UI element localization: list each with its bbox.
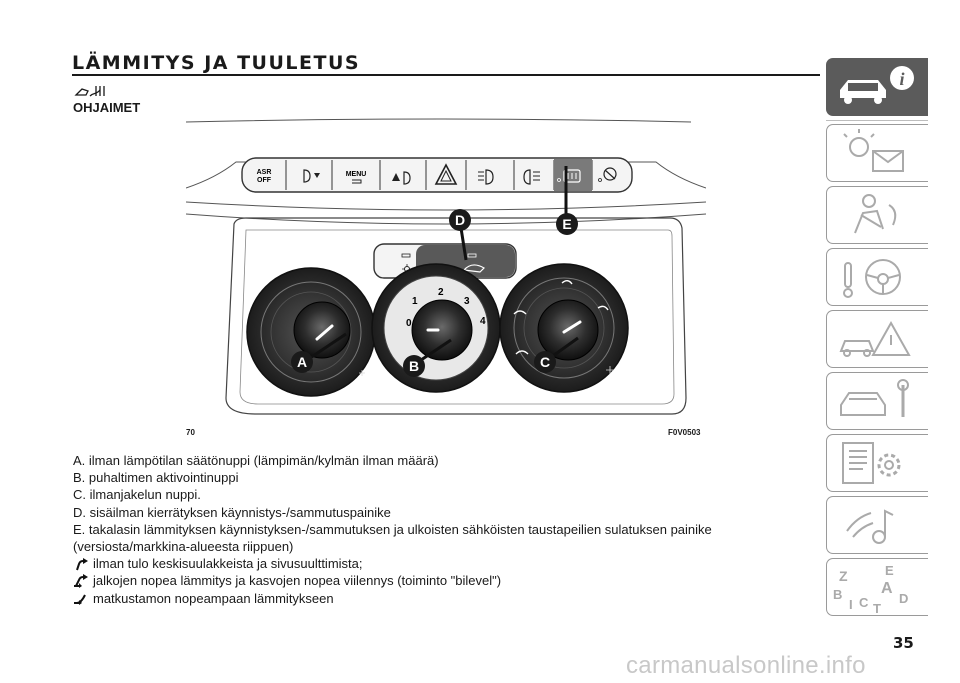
off-label: OFF [257, 177, 272, 184]
legend-item-e-note: (versiosta/markkina-alueesta riippuen) [73, 539, 294, 555]
page-title: LÄMMITYS JA TUULETUS [72, 52, 361, 74]
svg-text:E: E [562, 216, 571, 232]
svg-text:Z: Z [839, 568, 848, 584]
fan-scale-4: 4 [480, 316, 486, 327]
page-number: 35 [893, 634, 914, 652]
watermark: carmanualsonline.info [626, 652, 866, 679]
svg-text:C: C [859, 595, 869, 610]
tab-driving[interactable] [826, 248, 928, 306]
legend-item-e: E. takalasin lämmityksen käynnistyksen-/… [73, 521, 712, 537]
mode-text-face: ilman tulo keskisuulakkeista ja sivusuul… [93, 556, 363, 572]
steering-wheel-icon [843, 259, 901, 298]
traction-off-icon [603, 167, 617, 181]
hazard-icon [434, 163, 458, 185]
mode-text-feet: matkustamon nopeampaan lämmitykseen [93, 590, 334, 606]
rear-defrost-icon [563, 169, 581, 183]
legend-item-d: D. sisäilman kierrätyksen käynnistys-/sa… [73, 504, 391, 520]
tab-index[interactable]: Z E B A I C T D [826, 558, 928, 616]
tab-emergency[interactable] [826, 310, 928, 368]
svg-text:I: I [849, 597, 853, 612]
parking-sensor-icon [392, 171, 411, 185]
legend-item-a: A. ilman lämpötilan säätönuppi (lämpimän… [73, 453, 439, 468]
temperature-knob [246, 267, 376, 397]
fog-light-icon [478, 169, 494, 185]
callout-c: C [534, 351, 556, 373]
svg-text:E: E [885, 563, 894, 578]
svg-text:A: A [297, 354, 307, 370]
car-info-icon: i [840, 66, 914, 104]
svg-text:C: C [540, 354, 550, 370]
tab-multimedia[interactable] [826, 496, 928, 554]
mode-text-bilevel: jalkojen nopea lämmitys ja kasvojen nope… [93, 573, 502, 589]
figure-page-ref: 70 [186, 428, 195, 437]
seatbelt-icon [854, 194, 897, 234]
svg-text:D: D [455, 212, 465, 228]
fan-speed-knob [371, 263, 501, 393]
legend-item-c: C. ilmanjakelun nuppi. [73, 487, 201, 503]
callout-b: B [403, 355, 425, 377]
bilevel-vent-icon [74, 574, 88, 589]
callout-e: E [556, 213, 578, 235]
gear-document-icon [842, 442, 901, 484]
face-vent-icon [76, 557, 88, 571]
warning-triangle-icon [839, 320, 911, 357]
section-subheading: OHJAIMET [73, 100, 141, 115]
svg-text:i: i [899, 69, 904, 89]
multimedia-icon [846, 509, 894, 544]
legend-item-b: B. puhaltimen aktivointinuppi [73, 470, 239, 486]
callout-a: A [291, 351, 313, 373]
air-conditioning-icon [74, 86, 105, 97]
callout-d: D [449, 209, 471, 231]
svg-text:T: T [873, 601, 881, 616]
asr-label: ASR [257, 169, 272, 176]
fan-scale-3: 3 [464, 296, 470, 307]
climate-controls-figure: ASR OFF MENU [186, 118, 706, 415]
air-distribution-knob [499, 263, 629, 393]
tab-lights[interactable] [826, 124, 928, 182]
car-wrench-icon [840, 379, 909, 417]
tab-technical-data[interactable] [826, 434, 928, 492]
figure-code: F0V0503 [668, 428, 701, 437]
fan-scale-0: 0 [406, 318, 412, 329]
title-rule [72, 74, 820, 76]
fan-scale-2: 2 [438, 287, 444, 298]
legend-list: A. ilman lämpötilan säätönuppi (lämpimän… [73, 452, 833, 607]
recirculation-icon [462, 253, 485, 273]
fan-scale-1: 1 [412, 296, 418, 307]
tab-maintenance[interactable] [826, 372, 928, 430]
rear-fog-icon [523, 169, 540, 185]
warning-light-icon [843, 129, 904, 172]
tab-dashboard[interactable]: i [826, 58, 928, 116]
tab-separator [826, 120, 928, 121]
svg-text:D: D [899, 591, 908, 606]
mode-item-face: ilman tulo keskisuulakkeista ja sivusuul… [73, 555, 833, 572]
menu-label: MENU [346, 171, 367, 178]
feet-vent-icon [74, 594, 86, 606]
mode-item-bilevel: jalkojen nopea lämmitys ja kasvojen nope… [73, 572, 833, 589]
headlight-adjust-icon [303, 169, 320, 183]
mode-item-feet: matkustamon nopeampaan lämmitykseen [73, 590, 833, 607]
svg-text:B: B [409, 358, 419, 374]
alphabet-index-icon: Z E B A I C T D [833, 563, 908, 616]
svg-text:A: A [881, 580, 893, 597]
tab-safety[interactable] [826, 186, 928, 244]
svg-text:B: B [833, 587, 842, 602]
